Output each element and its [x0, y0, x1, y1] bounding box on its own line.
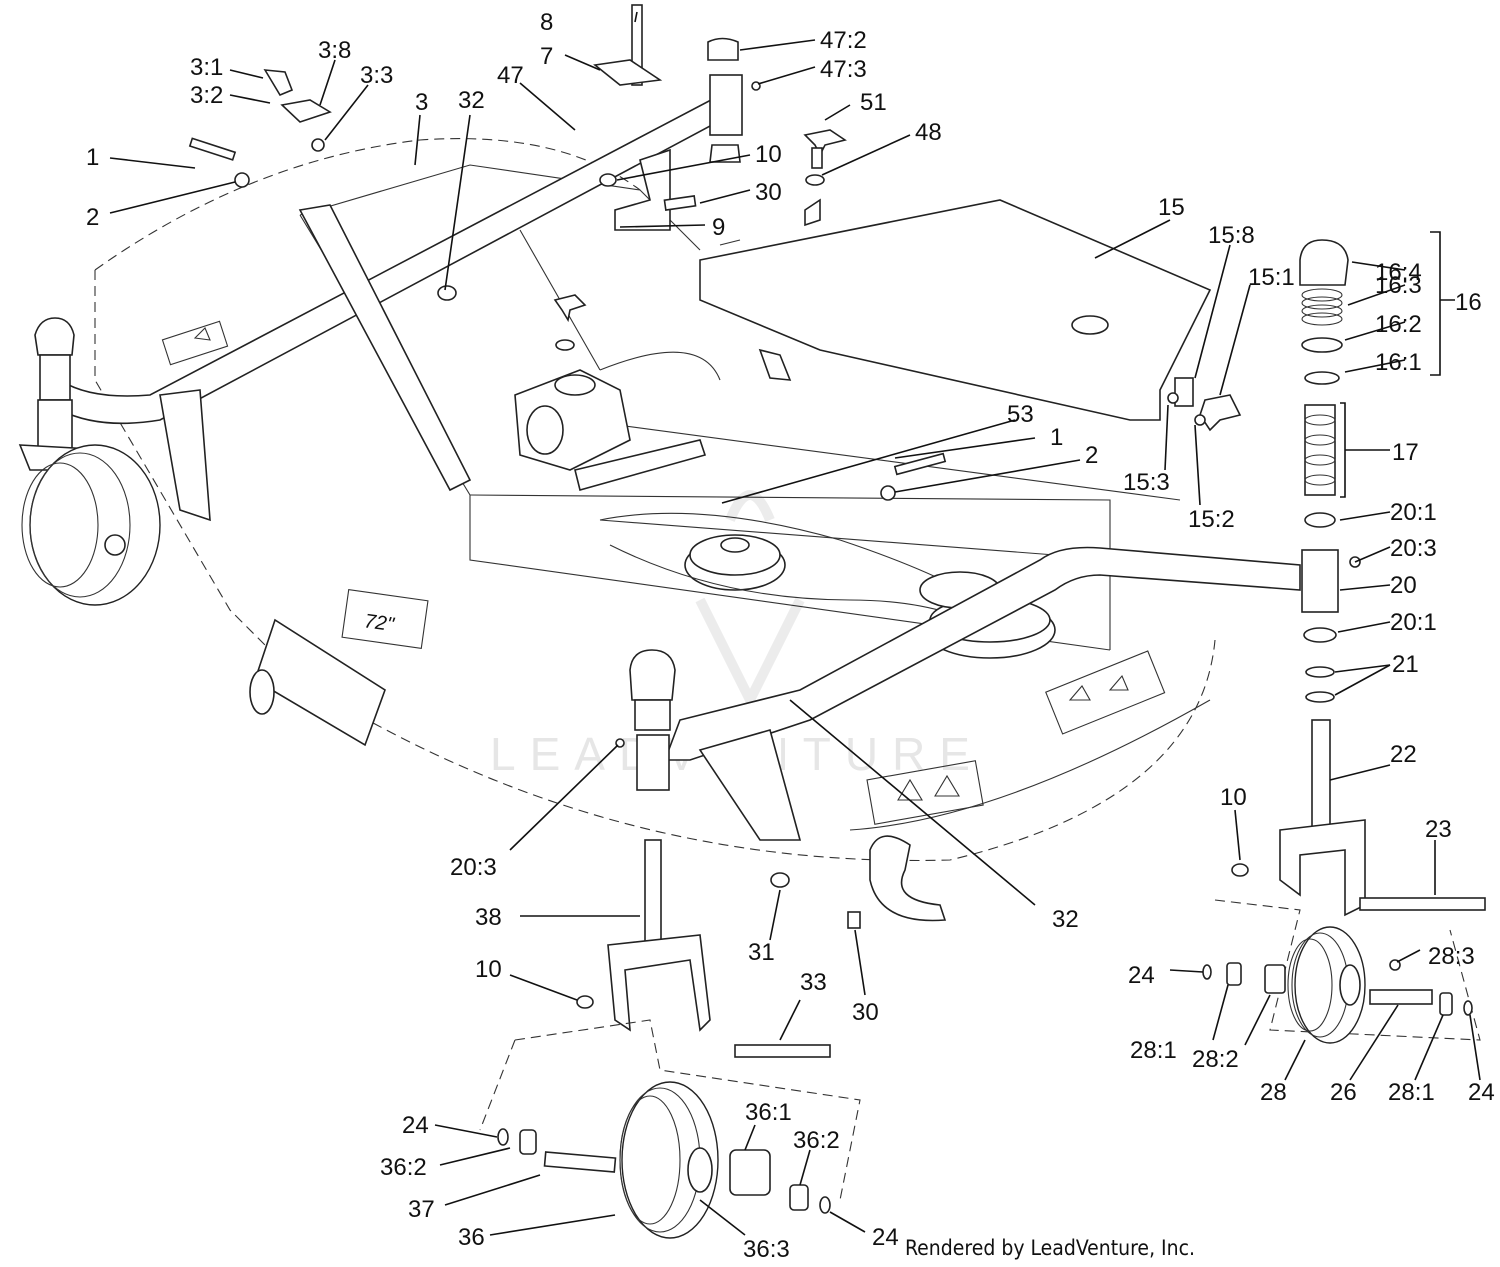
label-20-1-lower: 20:1 — [1390, 609, 1437, 636]
label-7: 7 — [540, 43, 553, 70]
label-32-bottom: 32 — [1052, 906, 1079, 933]
center-pulley — [684, 534, 786, 591]
label-1-right: 1 — [1050, 424, 1063, 451]
deck-cover — [699, 198, 1212, 421]
label-47-2: 47:2 — [820, 27, 867, 54]
label-28-1-left: 28:1 — [1130, 1037, 1177, 1064]
label-31: 31 — [748, 939, 775, 966]
right-wheel — [1202, 926, 1473, 1044]
label-9: 9 — [712, 214, 725, 241]
label-16-4: 16:4 — [1375, 259, 1422, 286]
label-3: 3 — [415, 89, 428, 116]
label-47: 47 — [497, 62, 524, 89]
label-38: 38 — [475, 904, 502, 931]
label-32-top: 32 — [458, 87, 485, 114]
leader-lines — [109, 11, 1481, 1236]
label-15: 15 — [1158, 194, 1185, 221]
hardware — [188, 69, 1401, 1009]
label-15-2: 15:2 — [1188, 506, 1235, 533]
front-wheel — [497, 1081, 831, 1239]
label-21: 21 — [1392, 651, 1419, 678]
label-15-3: 15:3 — [1123, 469, 1170, 496]
label-36-2-right: 36:2 — [793, 1127, 840, 1154]
label-16-2: 16:2 — [1375, 311, 1422, 338]
label-51: 51 — [860, 89, 887, 116]
right-spindle-stack — [1214, 239, 1486, 1041]
label-30-top: 30 — [755, 179, 782, 206]
front-spindle — [479, 649, 861, 1201]
label-22: 22 — [1390, 741, 1417, 768]
label-33: 33 — [800, 969, 827, 996]
label-20-3-left: 20:3 — [450, 854, 497, 881]
label-16: 16 — [1455, 289, 1482, 316]
label-28-2: 28:2 — [1192, 1046, 1239, 1073]
label-20-3-right: 20:3 — [1390, 535, 1437, 562]
label-3-2: 3:2 — [190, 82, 223, 109]
label-3-3: 3:3 — [360, 62, 393, 89]
top-bushings — [593, 4, 743, 231]
label-37: 37 — [408, 1196, 435, 1223]
credit-text: Rendered by LeadVenture, Inc. — [905, 1236, 1195, 1260]
label-53: 53 — [1007, 401, 1034, 428]
carrier-frame — [59, 88, 742, 522]
label-24-right-a: 24 — [1128, 962, 1155, 989]
label-1-left: 1 — [86, 144, 99, 171]
label-3-8: 3:8 — [318, 37, 351, 64]
label-28: 28 — [1260, 1079, 1287, 1106]
label-8: 8 — [540, 9, 553, 36]
label-48: 48 — [915, 119, 942, 146]
rear-roller — [249, 618, 386, 747]
label-36-2-left: 36:2 — [380, 1154, 427, 1181]
left-caster-assembly — [18, 317, 161, 606]
label-24-right-b: 24 — [1468, 1079, 1495, 1106]
label-15-1: 15:1 — [1248, 264, 1295, 291]
latch-knob — [1174, 377, 1242, 432]
label-20: 20 — [1390, 572, 1417, 599]
cover-knob — [553, 129, 847, 351]
label-20-1-upper: 20:1 — [1390, 499, 1437, 526]
deck-size-decal: 72" — [363, 610, 396, 636]
bumper-tube — [869, 835, 947, 922]
label-24-bottom-b: 24 — [872, 1224, 899, 1251]
label-36: 36 — [458, 1224, 485, 1251]
label-24-bottom-a: 24 — [402, 1112, 429, 1139]
label-2-left: 2 — [86, 204, 99, 231]
label-36-1: 36:1 — [745, 1099, 792, 1126]
callout-labels: 8 7 47:2 47:3 47 51 48 10 30 9 32 3 3:1 … — [86, 9, 1495, 1263]
label-16-3-vis: 16:3 — [1375, 272, 1422, 299]
label-10-right: 10 — [1220, 784, 1247, 811]
label-23: 23 — [1425, 816, 1452, 843]
front-caster-arm — [663, 546, 1301, 841]
label-28-1-right: 28:1 — [1388, 1079, 1435, 1106]
gearbox — [514, 369, 707, 491]
label-2-right: 2 — [1085, 442, 1098, 469]
label-30-bottom: 30 — [852, 999, 879, 1026]
label-10-bottom: 10 — [475, 956, 502, 983]
label-16-1: 16:1 — [1375, 349, 1422, 376]
label-36-3: 36:3 — [743, 1236, 790, 1263]
label-28-3: 28:3 — [1428, 943, 1475, 970]
label-26: 26 — [1330, 1079, 1357, 1106]
label-3-1: 3:1 — [190, 54, 223, 81]
label-15-8: 15:8 — [1208, 222, 1255, 249]
label-17: 17 — [1392, 439, 1419, 466]
label-47-3: 47:3 — [820, 56, 867, 83]
label-10-top: 10 — [755, 141, 782, 168]
